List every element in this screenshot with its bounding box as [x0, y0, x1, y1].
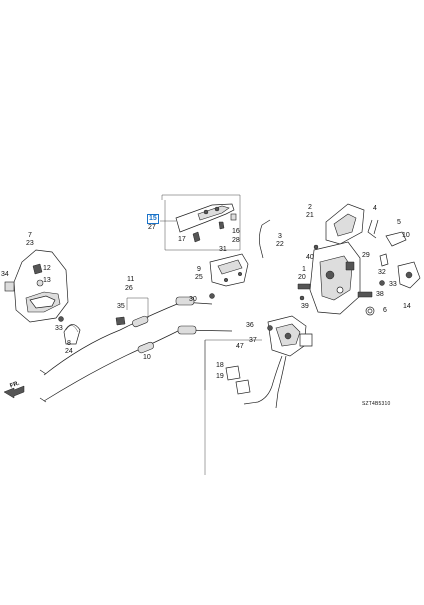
callout-17: 17	[178, 236, 186, 243]
callout-3: 3	[278, 233, 282, 240]
callout-38: 38	[376, 291, 384, 298]
callout-24: 24	[65, 348, 73, 355]
callout-21: 21	[306, 212, 314, 219]
callout-34: 34	[1, 271, 9, 278]
door-latch-assembly	[309, 203, 365, 315]
diagram-code: SZT4B5310	[362, 401, 391, 407]
callout-23: 23	[26, 240, 34, 247]
callout-22: 22	[276, 241, 284, 248]
callout-35: 35	[117, 303, 125, 310]
callout-1: 1	[302, 266, 306, 273]
callout-10-lower: 10	[143, 354, 151, 361]
callout-25: 25	[195, 274, 203, 281]
callout-12: 12	[43, 265, 51, 272]
callout-29: 29	[362, 252, 370, 259]
callout-11: 11	[127, 276, 135, 283]
callout-26: 26	[125, 285, 133, 292]
callout-2: 2	[308, 204, 312, 211]
latch-small-parts	[297, 219, 421, 316]
callout-33-lower: 33	[55, 325, 63, 332]
outside-handle-assembly	[160, 194, 241, 251]
callout-14: 14	[403, 303, 411, 310]
callout-8: 8	[67, 340, 71, 347]
lock-cylinder-assembly	[204, 315, 313, 475]
callout-28: 28	[232, 237, 240, 244]
callout-36: 36	[246, 322, 254, 329]
callout-47: 47	[236, 343, 244, 350]
callout-18: 18	[216, 362, 224, 369]
callout-27: 27	[148, 224, 156, 231]
callout-10-upper: 10	[402, 232, 410, 239]
callout-16: 16	[232, 228, 240, 235]
callout-20: 20	[298, 274, 306, 281]
callout-40: 40	[306, 254, 314, 261]
callout-6: 6	[383, 307, 387, 314]
callout-39: 39	[301, 303, 309, 310]
callout-31: 31	[219, 246, 227, 253]
callout-5: 5	[397, 219, 401, 226]
callout-9: 9	[197, 266, 201, 273]
callout-4: 4	[373, 205, 377, 212]
callout-13: 13	[43, 277, 51, 284]
inside-handle-assembly	[4, 249, 81, 345]
handle-bracket	[209, 253, 249, 299]
callout-7: 7	[28, 232, 32, 239]
release-cables	[39, 296, 233, 403]
callout-37: 37	[249, 337, 257, 344]
callout-15: 15	[147, 214, 159, 224]
callout-33: 33	[389, 281, 397, 288]
callout-32: 32	[378, 269, 386, 276]
front-direction-arrow	[3, 385, 25, 399]
callout-19: 19	[216, 373, 224, 380]
callout-30: 30	[189, 296, 197, 303]
lock-rod	[258, 219, 271, 259]
